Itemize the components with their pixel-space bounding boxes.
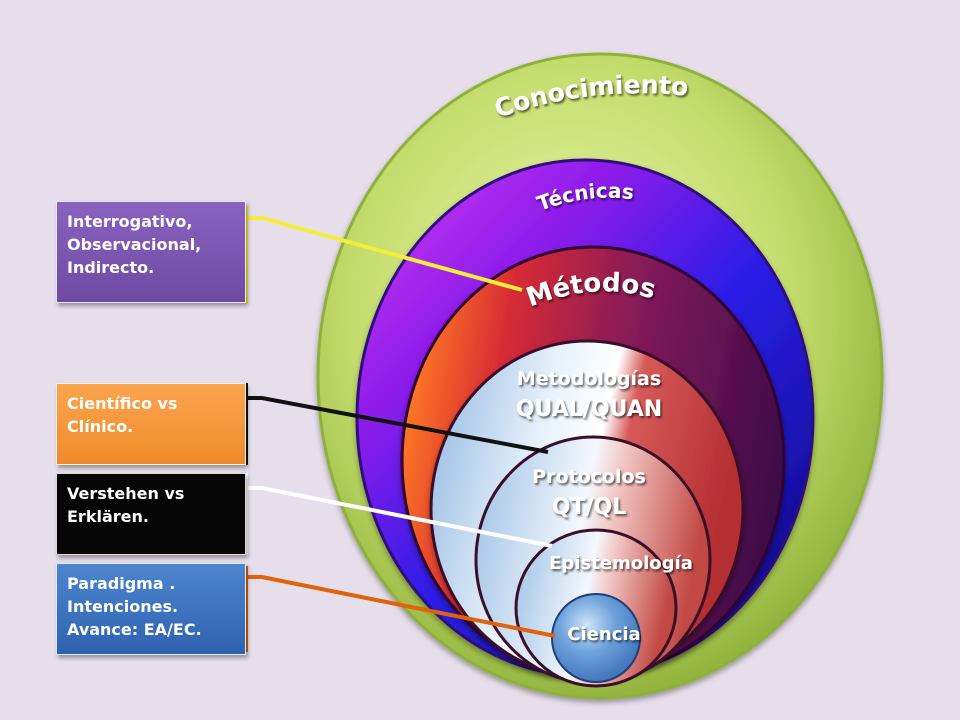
side-box-paradigma: Paradigma . Intenciones. Avance: EA/EC. [56,563,246,655]
side-box-verstehen: Verstehen vs Erklären. [56,473,246,555]
label-metodologias: Metodologías [517,368,661,390]
label-epistemologia: Epistemología [549,553,693,574]
label-qual-quan: QUAL/QUAN [516,397,662,422]
side-box-interrogativo: Interrogativo, Observacional, Indirecto. [56,201,246,303]
label-ciencia: Ciencia [567,624,640,645]
connector-metodologias [244,383,549,465]
connector-ciencia [244,566,556,652]
connector-tecnicas [244,206,523,304]
side-box-cientifico: Científico vs Clínico. [56,383,246,465]
label-protocolos: Protocolos [532,466,646,488]
ring-ciencia [551,593,641,683]
label-qt-ql: QT/QL [552,495,626,520]
connector-protocolos [244,473,553,555]
